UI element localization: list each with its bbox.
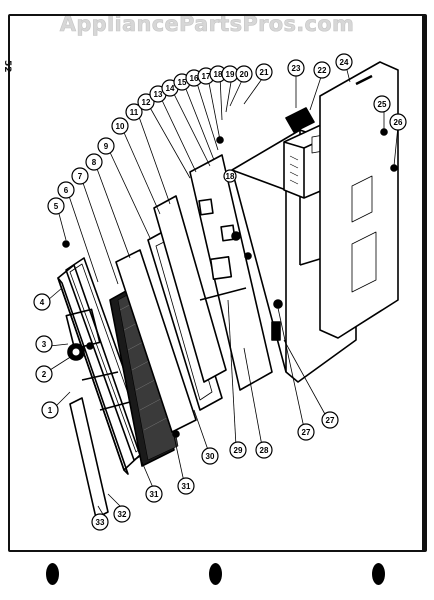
callout-11: 11 (130, 108, 139, 117)
callout-20: 20 (240, 70, 249, 79)
hinge-pin (172, 430, 180, 438)
callout-27-b: 27 (302, 428, 311, 437)
callout-12: 12 (142, 98, 151, 107)
callout-21: 21 (260, 68, 269, 77)
callout-15: 15 (178, 78, 187, 87)
callout-5: 5 (54, 202, 59, 211)
front-plate (189, 154, 273, 391)
leader-lines (47, 65, 399, 517)
callout-13: 13 (154, 90, 163, 99)
callout-7: 7 (78, 172, 83, 181)
callout-30: 30 (206, 452, 215, 461)
label-plate (285, 107, 315, 133)
interlock-switch (271, 321, 281, 341)
door-glass-panel (115, 249, 197, 433)
callout-3: 3 (42, 340, 47, 349)
back-panel (319, 61, 399, 339)
callout-25: 25 (378, 100, 387, 109)
fastener (273, 299, 283, 309)
callout-23: 23 (292, 64, 301, 73)
binder-hole-right (372, 563, 385, 585)
callout-31: 31 (182, 482, 191, 491)
callout-17: 17 (202, 72, 211, 81)
callout-9: 9 (104, 142, 109, 151)
callout-26: 26 (394, 118, 403, 127)
callout-27: 27 (326, 416, 335, 425)
callout-24: 24 (340, 58, 349, 67)
callout-33: 33 (96, 518, 105, 527)
callout-8: 8 (92, 158, 97, 167)
callout-18: 18 (214, 70, 223, 79)
drawing-frame (8, 14, 427, 552)
callout-6: 6 (64, 186, 69, 195)
door-screw (62, 240, 70, 248)
callout-2: 2 (42, 370, 47, 379)
callout-1: 1 (48, 406, 53, 415)
callout-4: 4 (40, 298, 45, 307)
callout-16: 16 (190, 74, 199, 83)
latch-bar (69, 397, 109, 519)
callout-31-b: 31 (150, 490, 159, 499)
callout-32: 32 (118, 510, 127, 519)
callout-19: 19 (226, 70, 235, 79)
binder-hole-center (209, 563, 222, 585)
binder-hole-left (46, 563, 59, 585)
callout-labels: 1 2 3 4 5 6 7 8 9 10 11 12 13 14 15 16 1… (40, 58, 403, 527)
callout-18-b: 18 (226, 172, 235, 181)
screw (355, 74, 373, 86)
callout-10: 10 (116, 122, 125, 131)
callout-29: 29 (234, 446, 243, 455)
callout-14: 14 (166, 84, 175, 93)
callout-circles (33, 53, 407, 531)
callout-28: 28 (260, 446, 269, 455)
callout-22: 22 (318, 66, 327, 75)
